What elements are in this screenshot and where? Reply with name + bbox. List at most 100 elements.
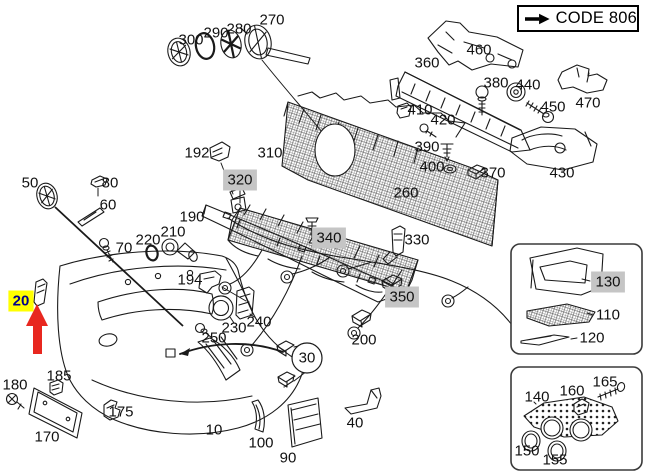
part-drawing-screw-340 (305, 217, 319, 244)
part-label-200[interactable]: 200 (351, 332, 376, 349)
part-label-highlight-340 (312, 227, 346, 249)
leader-emblem-50 (54, 206, 184, 327)
part-drawing-bolt-70 (98, 237, 114, 263)
part-label-240[interactable]: 240 (246, 314, 271, 331)
part-label-165[interactable]: 165 (592, 374, 617, 391)
part-label-highlight-20 (8, 290, 34, 312)
part-label-320[interactable]: 320 (227, 172, 252, 189)
part-drawing-screw-165 (597, 382, 626, 401)
part-drawing-screw-420 (419, 123, 437, 138)
part-label-90[interactable]: 90 (280, 450, 297, 467)
part-label-110[interactable]: 110 (596, 307, 620, 324)
part-drawing-license-plate-170 (28, 387, 83, 439)
part-label-260[interactable]: 260 (393, 185, 418, 202)
part-label-350[interactable]: 350 (389, 289, 414, 306)
part-label-130[interactable]: 130 (595, 274, 620, 291)
part-drawing-ring-220 (145, 244, 159, 262)
part-label-300[interactable]: 300 (178, 32, 203, 49)
part-drawing-bumper-cover-10 (57, 250, 304, 435)
part-label-100[interactable]: 100 (248, 435, 273, 452)
part-label-120[interactable]: 120 (579, 330, 604, 347)
part-drawing-bracket-194 (198, 270, 247, 302)
part-label-highlight-130 (591, 271, 625, 293)
code-label: CODE 806 (555, 9, 637, 27)
part-drawing-rivet-390 (440, 143, 454, 162)
part-drawing-clips-30 (179, 340, 308, 388)
part-label-40[interactable]: 40 (347, 415, 364, 432)
part-label-470[interactable]: 470 (575, 95, 600, 112)
part-drawing-bracket-330 (382, 225, 406, 265)
selected-part-pointer-arrow (26, 304, 48, 354)
part-label-430[interactable]: 430 (549, 165, 574, 182)
part-drawing-emblem-50 (36, 182, 58, 210)
part-drawing-ring-155 (547, 440, 567, 462)
part-drawing-bolt-250 (194, 322, 213, 339)
part-label-194[interactable]: 194 (177, 272, 202, 289)
part-label-180[interactable]: 180 (2, 377, 27, 394)
part-drawing-bracket-470 (557, 64, 608, 94)
part-label-220[interactable]: 220 (135, 232, 160, 249)
part-drawing-emblem-300 (167, 37, 191, 67)
part-drawing-clip-80 (90, 175, 108, 197)
part-drawing-grille-310 (227, 204, 419, 293)
part-drawing-headlamp-bracket-430 (509, 126, 598, 171)
part-label-70[interactable]: 70 (116, 240, 133, 257)
part-drawing-star-280 (220, 29, 242, 59)
part-label-175[interactable]: 175 (108, 404, 133, 421)
part-label-290[interactable]: 290 (203, 25, 228, 42)
part-label-410[interactable]: 410 (407, 102, 432, 119)
part-drawing-clip-185 (49, 379, 64, 396)
code-badge: CODE 806 (517, 5, 639, 32)
part-drawing-wiring-harness (218, 217, 530, 357)
part-drawing-bracket-20 (33, 278, 48, 307)
part-label-80[interactable]: 80 (102, 175, 119, 192)
part-label-140[interactable]: 140 (524, 389, 549, 406)
part-label-370[interactable]: 370 (480, 165, 505, 182)
part-drawing-ring-290 (194, 32, 216, 60)
part-drawing-air-duct-100 (251, 399, 265, 433)
part-label-50[interactable]: 50 (22, 175, 39, 192)
part-drawing-fog-grille-140 (523, 396, 619, 442)
part-label-440[interactable]: 440 (515, 77, 540, 94)
part-label-450[interactable]: 450 (540, 99, 565, 116)
part-label-10[interactable]: 10 (206, 422, 223, 439)
part-label-390[interactable]: 390 (414, 139, 439, 156)
part-label-460[interactable]: 460 (466, 42, 491, 59)
part-label-192[interactable]: 192 (184, 145, 209, 162)
part-drawing-clip-175 (103, 399, 121, 421)
part-label-60[interactable]: 60 (100, 197, 117, 214)
part-label-170[interactable]: 170 (34, 429, 59, 446)
part-label-150[interactable]: 150 (514, 443, 539, 460)
part-drawing-bracket-40 (344, 387, 382, 415)
part-label-highlight-320 (223, 169, 257, 191)
part-label-155[interactable]: 155 (542, 452, 567, 469)
part-label-circle-30 (291, 342, 323, 374)
part-drawing-grommet-440 (506, 82, 526, 102)
part-drawing-ring-150 (521, 430, 541, 452)
part-label-270[interactable]: 270 (259, 12, 284, 29)
part-drawing-bolt-380 (475, 85, 489, 116)
part-label-380[interactable]: 380 (483, 75, 508, 92)
part-label-20[interactable]: 20 (13, 293, 30, 310)
part-label-360[interactable]: 360 (414, 55, 439, 72)
part-label-420[interactable]: 420 (430, 112, 455, 129)
part-label-30[interactable]: 30 (299, 350, 316, 367)
part-label-250[interactable]: 250 (201, 330, 226, 347)
part-label-280[interactable]: 280 (226, 21, 251, 38)
part-label-185[interactable]: 185 (46, 368, 71, 385)
part-drawing-screw-180 (5, 392, 25, 410)
part-label-330[interactable]: 330 (404, 232, 429, 249)
part-label-160[interactable]: 160 (559, 383, 584, 400)
part-label-210[interactable]: 210 (160, 224, 185, 241)
part-drawing-grille-260 (281, 91, 499, 247)
part-label-310[interactable]: 310 (257, 145, 282, 162)
part-label-190[interactable]: 190 (179, 209, 204, 226)
part-drawing-strip-60 (77, 207, 105, 227)
part-label-340[interactable]: 340 (316, 230, 341, 247)
part-drawing-bracket-460 (427, 20, 524, 71)
part-label-230[interactable]: 230 (221, 320, 246, 337)
part-drawing-bolt-450 (525, 100, 555, 124)
part-label-400[interactable]: 400 (419, 159, 444, 176)
